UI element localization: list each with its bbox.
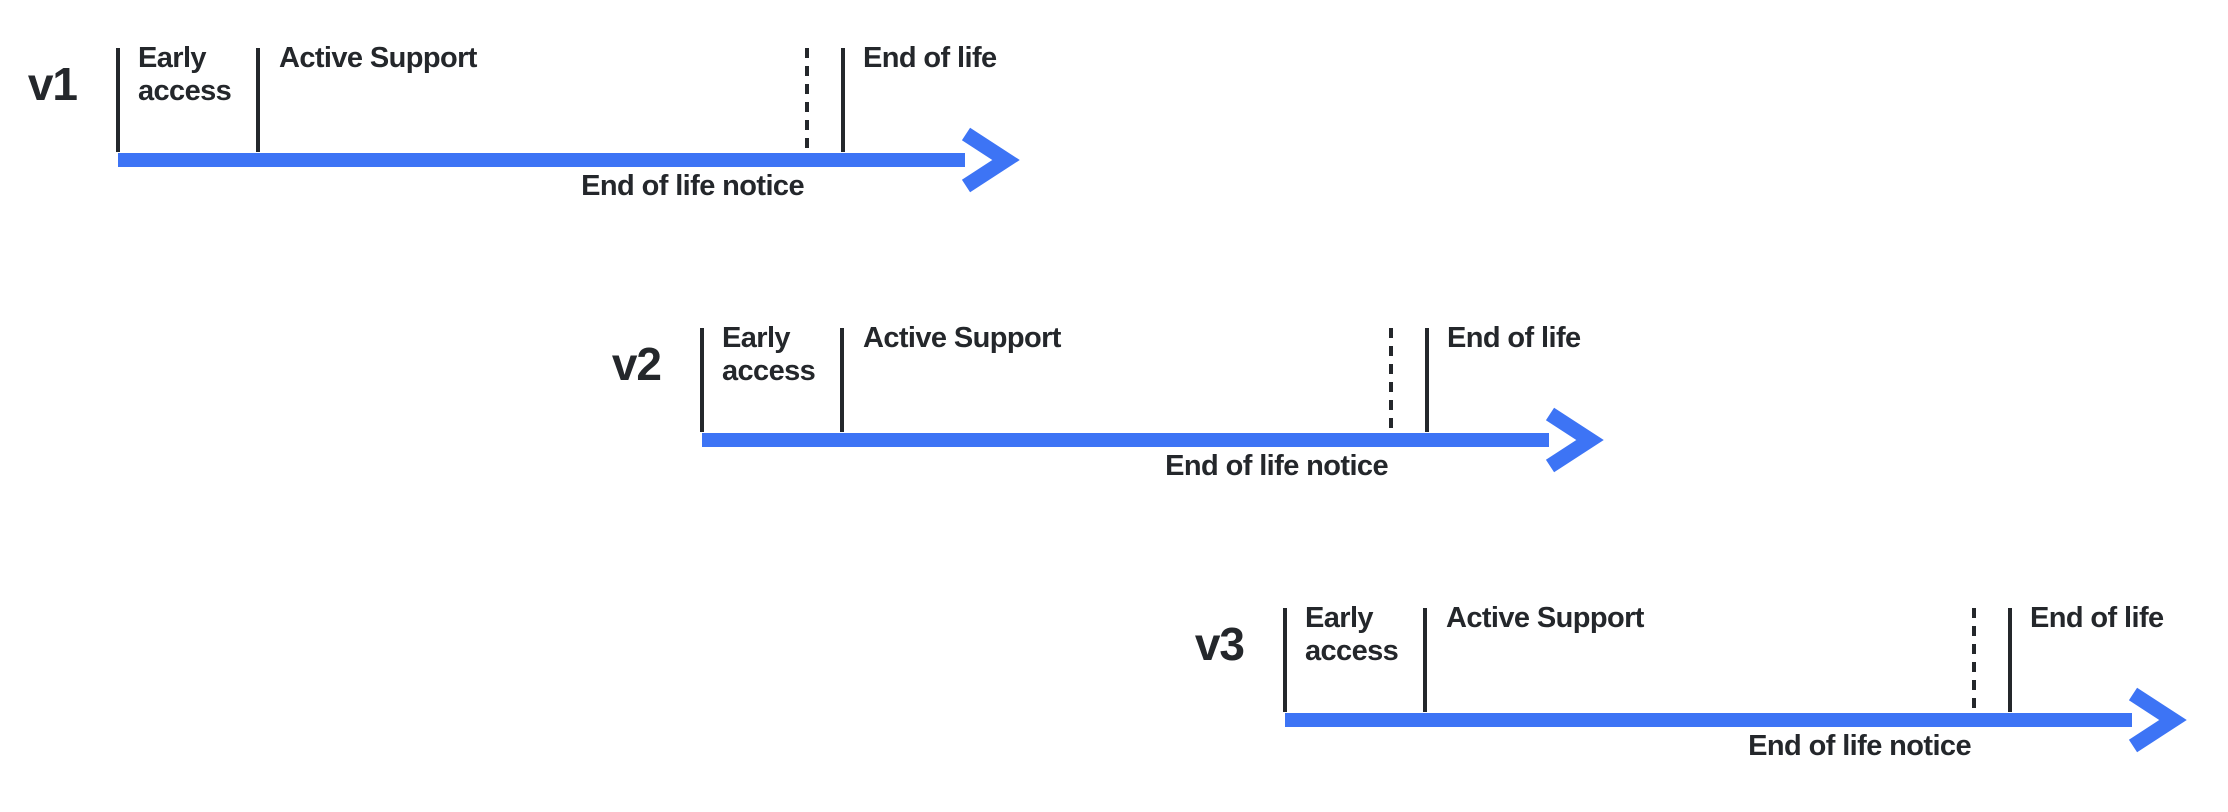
- version-label: v2: [611, 338, 662, 390]
- early-access-label: Early access: [722, 322, 816, 387]
- end-of-life-tick: [2008, 608, 2012, 712]
- end-of-life-label: End of life: [863, 42, 997, 74]
- eol-notice-dashed-tick: [1389, 328, 1393, 432]
- end-of-life-tick: [841, 48, 845, 152]
- timeline-v3: v3 Early access Active Support End of li…: [1125, 602, 2228, 778]
- active-support-start-tick: [256, 48, 260, 152]
- early-access-start-tick: [1283, 608, 1287, 712]
- active-support-label: Active Support: [863, 322, 1061, 354]
- timeline-arrow-icon: [1285, 687, 2187, 753]
- arrow-shaft: [702, 433, 1549, 447]
- arrow-head-icon: [961, 127, 1020, 193]
- arrow-head-icon: [1545, 407, 1604, 473]
- end-of-life-notice-label: End of life notice: [581, 170, 804, 202]
- end-of-life-notice-label: End of life notice: [1748, 730, 1971, 762]
- active-support-label: Active Support: [1446, 602, 1644, 634]
- early-access-start-tick: [116, 48, 120, 152]
- timeline-v1: v1 Early access Active Support End of li…: [0, 42, 1078, 218]
- timeline-arrow-icon: [702, 407, 1604, 473]
- arrow-shaft: [118, 153, 965, 167]
- eol-notice-dashed-tick: [805, 48, 809, 152]
- end-of-life-label: End of life: [1447, 322, 1581, 354]
- active-support-start-tick: [1423, 608, 1427, 712]
- eol-notice-dashed-tick: [1972, 608, 1976, 712]
- arrow-shaft: [1285, 713, 2132, 727]
- end-of-life-tick: [1425, 328, 1429, 432]
- timeline-v2: v2 Early access Active Support End of li…: [542, 322, 1662, 498]
- early-access-start-tick: [700, 328, 704, 432]
- version-label: v1: [27, 58, 78, 110]
- active-support-start-tick: [840, 328, 844, 432]
- end-of-life-notice-label: End of life notice: [1165, 450, 1388, 482]
- version-label: v3: [1194, 618, 1245, 670]
- active-support-label: Active Support: [279, 42, 477, 74]
- timeline-arrow-icon: [118, 127, 1020, 193]
- early-access-label: Early access: [1305, 602, 1399, 667]
- end-of-life-label: End of life: [2030, 602, 2164, 634]
- early-access-label: Early access: [138, 42, 232, 107]
- arrow-head-icon: [2128, 687, 2187, 753]
